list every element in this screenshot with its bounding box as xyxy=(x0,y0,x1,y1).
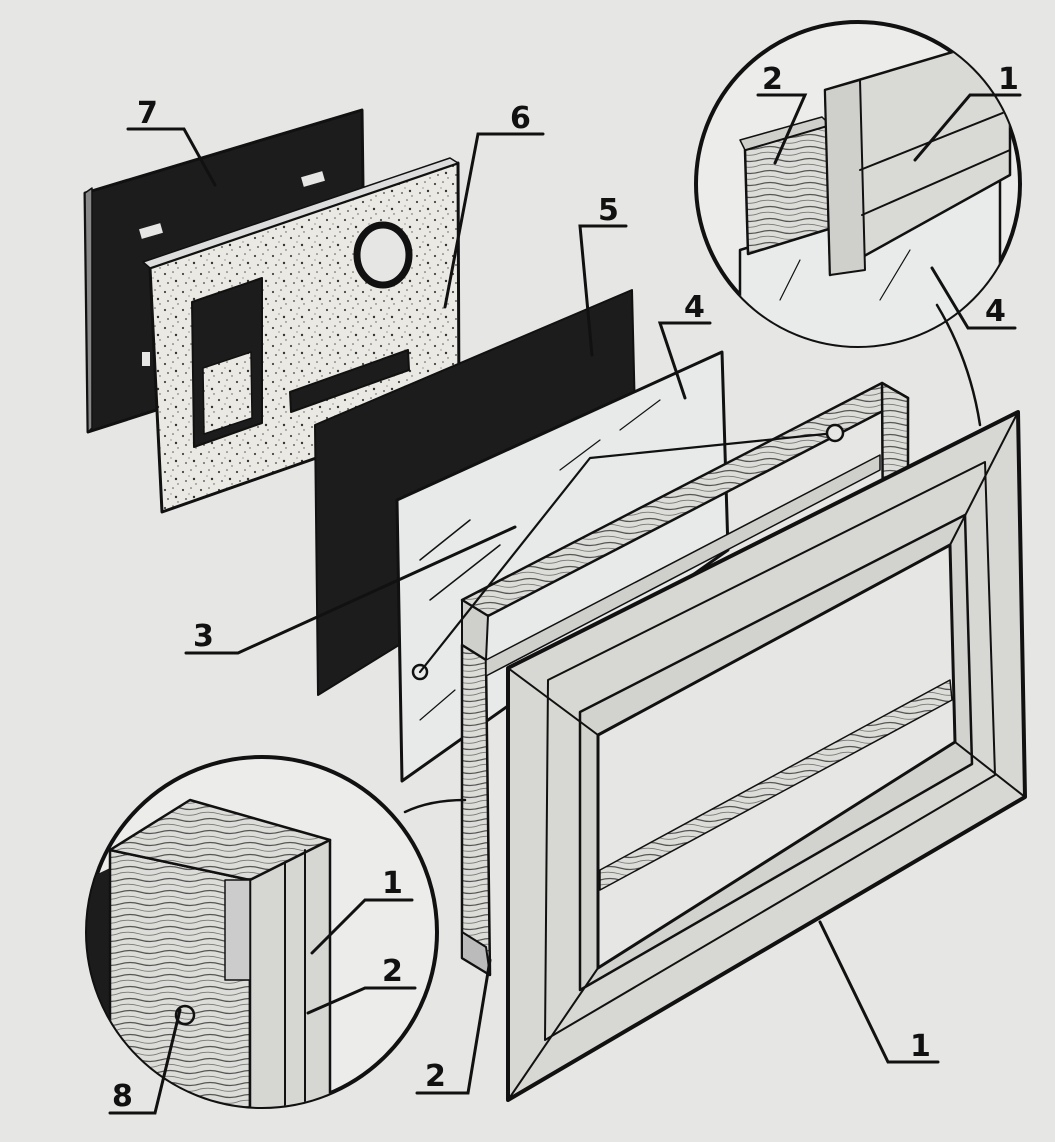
label-circle-frame: 1 xyxy=(382,866,403,901)
label-detail-inner-frame: 2 xyxy=(762,62,783,97)
label-dark-sheet: 5 xyxy=(598,193,619,228)
outer-moulded-frame xyxy=(506,410,1027,1102)
label-wire: 3 xyxy=(193,619,214,654)
label-detail-glass: 4 xyxy=(985,294,1006,329)
leader-lines xyxy=(108,93,1022,1115)
label-foam-mat: 6 xyxy=(510,101,531,136)
detail-top-circle xyxy=(694,20,1022,427)
part-labels: 7 6 5 4 3 2 1 4 1 2 8 1 2 xyxy=(112,62,1019,1114)
label-circle-inner-frame: 2 xyxy=(382,954,403,989)
label-detail-frame: 1 xyxy=(998,62,1019,97)
hanging-wire xyxy=(411,423,845,681)
screw-icon xyxy=(174,1004,196,1026)
label-screw: 8 xyxy=(112,1079,133,1114)
detail-bottom-circle xyxy=(85,755,467,1109)
label-inner-frame: 2 xyxy=(425,1059,446,1094)
label-back-board: 7 xyxy=(137,96,158,131)
label-outer-frame: 1 xyxy=(910,1029,931,1064)
label-glass: 4 xyxy=(684,290,705,325)
